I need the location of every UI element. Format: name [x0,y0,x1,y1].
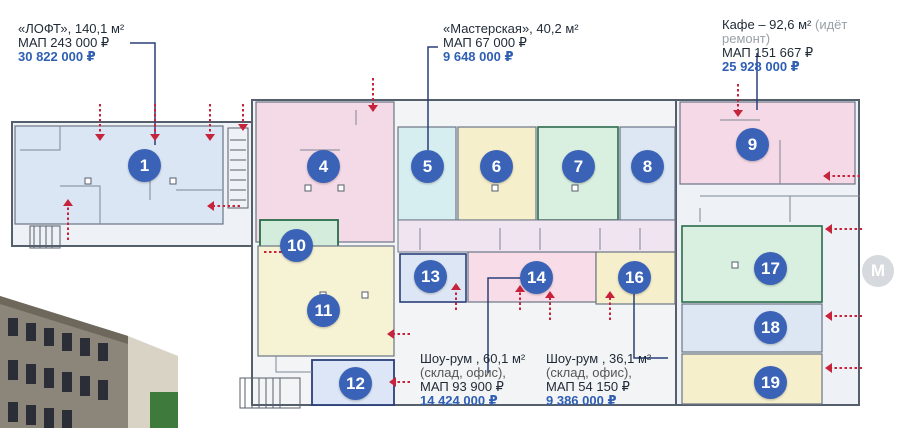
showroom-2-map: МАП 54 150 ₽ [546,379,630,394]
showroom-2-title: Шоу-рум , 36,1 м² [546,351,652,366]
room-badge-18[interactable]: 18 [754,311,787,344]
showroom-1-sub: (склад, офис), [420,365,506,380]
room-badge-16[interactable]: 16 [618,261,651,294]
cafe-title: Кафе – 92,6 м² [722,17,812,32]
room-7[interactable] [537,126,619,221]
room-badge-19[interactable]: 19 [754,366,787,399]
room-badge-11[interactable]: 11 [307,294,340,327]
room-badge-4[interactable]: 4 [307,150,340,183]
room-1[interactable] [14,125,224,225]
metro-icon: М [862,255,894,287]
room-badge-5[interactable]: 5 [411,150,444,183]
room-badge-14[interactable]: 14 [520,261,553,294]
entrance-arrows [63,78,862,387]
building-photo [0,296,178,428]
cafe-note: (идёт [815,17,848,32]
room-18[interactable] [681,303,823,353]
cafe-price: 25 928 000 ₽ [722,59,800,74]
room-badge-10[interactable]: 10 [280,229,313,262]
callout-loft: «ЛОФТ», 140,1 м² МАП 243 000 ₽ 30 822 00… [18,22,124,64]
loft-price: 30 822 000 ₽ [18,49,96,64]
room-badge-7[interactable]: 7 [562,150,595,183]
staircase [29,127,301,409]
showroom-1-price: 14 424 000 ₽ [420,393,498,408]
loft-map: МАП 243 000 ₽ [18,35,110,50]
callout-showroom-2: Шоу-рум , 36,1 м² (склад, офис), МАП 54 … [546,352,651,408]
callout-showroom-1: Шоу-рум , 60,1 м² (склад, офис), МАП 93 … [420,352,525,408]
master-map: МАП 67 000 ₽ [443,35,527,50]
cafe-map: МАП 151 667 ₽ [722,45,814,60]
cafe-note-2: ремонт) [722,31,771,46]
showroom-1-map: МАП 93 900 ₽ [420,379,504,394]
showroom-2-price: 9 386 000 ₽ [546,393,617,408]
room-17[interactable] [681,225,823,303]
corridor-row [397,219,676,253]
loft-title: «ЛОФТ», 140,1 м² [18,21,125,36]
room-badge-12[interactable]: 12 [339,367,372,400]
showroom-2-sub: (склад, офис), [546,365,632,380]
room-badge-9[interactable]: 9 [736,128,769,161]
room-badge-17[interactable]: 17 [754,252,787,285]
room-19[interactable] [681,353,823,405]
master-price: 9 648 000 ₽ [443,49,514,64]
showroom-1-title: Шоу-рум , 60,1 м² [420,351,526,366]
room-badge-8[interactable]: 8 [631,150,664,183]
callout-cafe: Кафе – 92,6 м² (идёт ремонт) МАП 151 667… [722,18,847,74]
room-badge-13[interactable]: 13 [414,260,447,293]
room-badge-6[interactable]: 6 [480,150,513,183]
room-badge-1[interactable]: 1 [128,149,161,182]
master-title: «Мастерская», 40,2 м² [443,21,579,36]
callout-master: «Мастерская», 40,2 м² МАП 67 000 ₽ 9 648… [443,22,579,64]
